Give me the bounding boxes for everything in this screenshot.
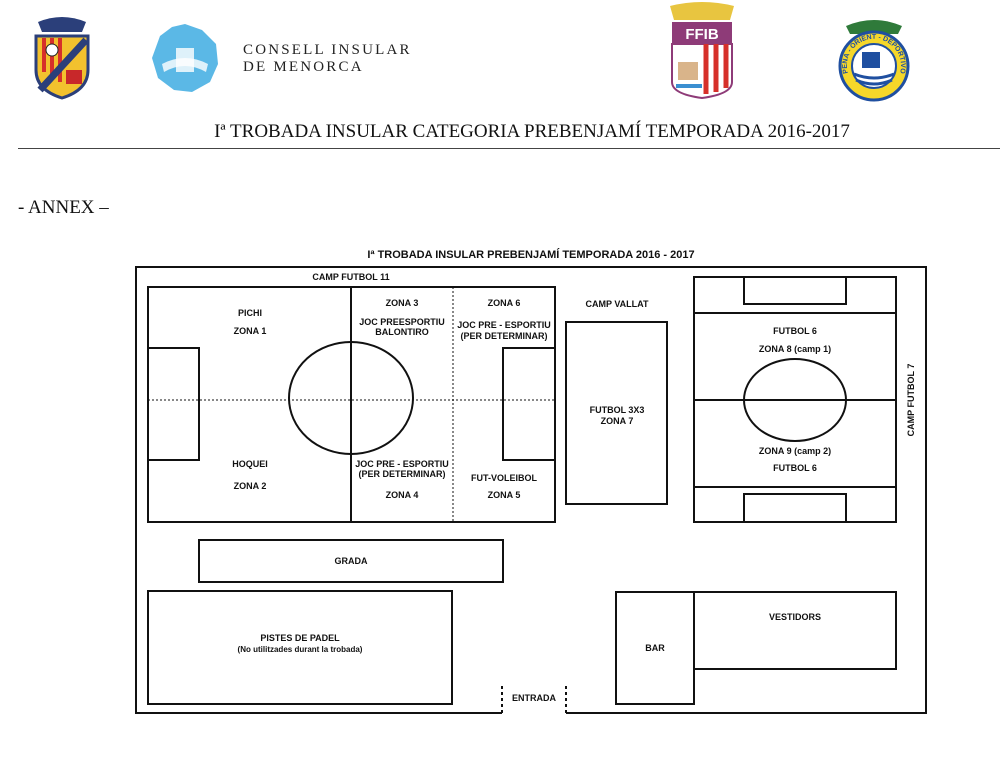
zona2-label: ZONA 2 xyxy=(234,481,267,491)
zona8-activity: FUTBOL 6 xyxy=(773,326,817,336)
annex-label: - ANNEX – xyxy=(18,197,109,218)
header-divider xyxy=(18,148,1000,149)
grada xyxy=(198,539,504,583)
zona6-activity1: JOC PRE - ESPORTIU xyxy=(457,320,551,330)
futbol-7-bottom-box xyxy=(743,493,847,523)
consell-line2: DE MENORCA xyxy=(243,59,364,75)
consell-insular-name: CONSELL INSULAR DE MENORCA xyxy=(243,42,412,76)
futbol-11-right-box xyxy=(502,347,556,461)
zona5-label: ZONA 5 xyxy=(488,490,521,500)
zona5-activity: FUT-VOLEIBOL xyxy=(471,473,537,483)
ffib-text: FFIB xyxy=(685,26,718,43)
diagram-title: Iª TROBADA INSULAR PREBENJAMÍ TEMPORADA … xyxy=(367,248,694,261)
entrada-label: ENTRADA xyxy=(512,693,556,703)
club-crest-logo xyxy=(34,17,90,100)
zona6-activity2: (PER DETERMINAR) xyxy=(461,331,548,341)
document-title: Iª TROBADA INSULAR CATEGORIA PREBENJAMÍ … xyxy=(214,121,850,142)
zona9-activity: FUTBOL 6 xyxy=(773,463,817,473)
consell-insular-logo xyxy=(152,24,218,92)
pistes-de-padel xyxy=(147,590,453,705)
zona3-label: ZONA 3 xyxy=(386,298,419,308)
zona6-label: ZONA 6 xyxy=(488,298,521,308)
zona4-activity2: (PER DETERMINAR) xyxy=(359,469,446,479)
zona1-label: ZONA 1 xyxy=(234,326,267,336)
zona8-label: ZONA 8 (camp 1) xyxy=(759,344,831,354)
zona1-activity: PICHI xyxy=(238,308,262,318)
vestidors xyxy=(693,591,897,670)
orient-logo: PENA - ORIENT - DEPORTIVO xyxy=(838,20,910,102)
zona7-activity: FUTBOL 3X3 xyxy=(590,405,645,415)
consell-line1: CONSELL INSULAR xyxy=(243,42,412,58)
futbol-11-left-box xyxy=(147,347,200,461)
camp-vallat xyxy=(565,321,668,505)
futbol-7-top-box xyxy=(743,276,847,305)
bar-label: BAR xyxy=(645,643,665,653)
futbol-7-center-circle xyxy=(743,358,847,442)
zona3-activity2: BALONTIRO xyxy=(375,327,429,337)
zona3-activity1: JOC PREESPORTIU xyxy=(359,317,445,327)
camp-futbol-11-label: CAMP FUTBOL 11 xyxy=(312,272,389,282)
zona4-label: ZONA 4 xyxy=(386,490,419,500)
ffib-logo: FFIB xyxy=(670,2,734,100)
entrance-gate xyxy=(501,686,567,713)
zona9-label: ZONA 9 (camp 2) xyxy=(759,446,831,456)
camp-futbol-7-label: CAMP FUTBOL 7 xyxy=(906,364,916,437)
camp-vallat-label: CAMP VALLAT xyxy=(586,299,649,309)
zona4-activity1: JOC PRE - ESPORTIU xyxy=(355,459,449,469)
futbol-11-center-circle xyxy=(288,341,414,455)
padel-note: (No utilitzades durant la trobada) xyxy=(238,645,363,654)
grada-label: GRADA xyxy=(335,556,368,566)
zona2-activity: HOQUEI xyxy=(232,459,268,469)
padel-label: PISTES DE PADEL xyxy=(260,633,340,643)
zona7-label: ZONA 7 xyxy=(601,416,634,426)
site-boundary xyxy=(135,266,927,714)
vestidors-label: VESTIDORS xyxy=(769,612,821,622)
